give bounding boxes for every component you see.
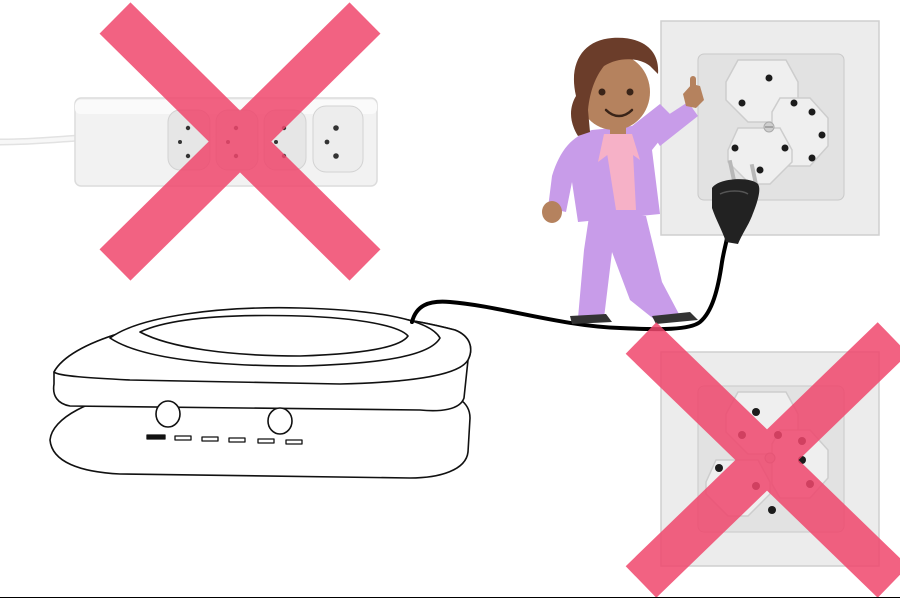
forbidden-cross-icon bbox=[625, 322, 900, 598]
power-plug-icon bbox=[712, 159, 760, 244]
power-cable bbox=[410, 236, 729, 332]
bottom-divider bbox=[0, 597, 900, 598]
forbidden-cross-icon bbox=[99, 2, 381, 281]
wall-socket-icon bbox=[660, 20, 880, 236]
router-device-icon bbox=[49, 306, 472, 479]
person-pointing-icon bbox=[542, 37, 704, 324]
